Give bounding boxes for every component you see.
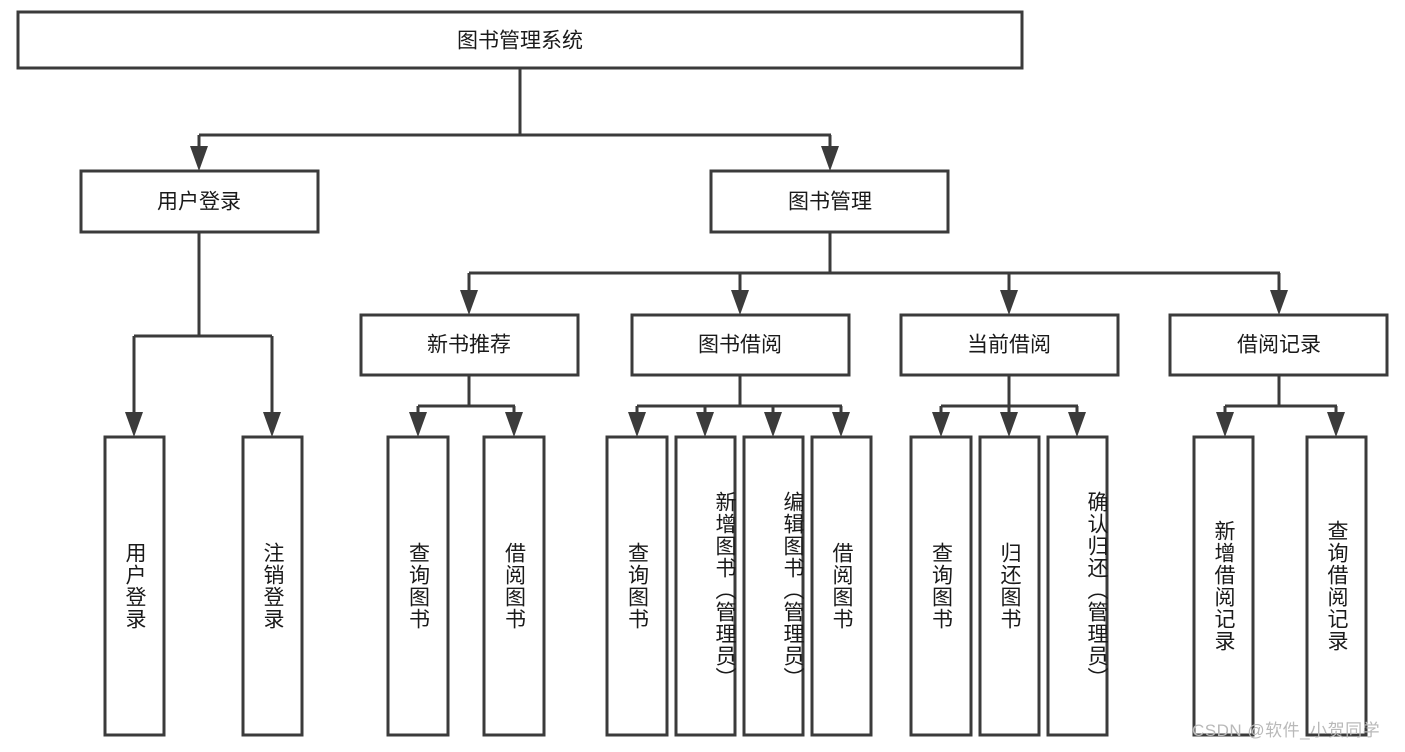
arrow-head-leaf-return-book xyxy=(1000,412,1018,437)
node-borrow-record-box[interactable] xyxy=(1168,313,1389,377)
leaf-box-query-book-recommend[interactable] xyxy=(386,435,450,737)
arrow-head-leaf-edit-book xyxy=(764,412,782,437)
connector-group-user-login xyxy=(125,232,281,437)
connector-group-current-borrow xyxy=(932,375,1086,437)
node-current-borrow-box[interactable] xyxy=(899,313,1120,377)
arrow-head-leaf-logout xyxy=(263,412,281,437)
node-root[interactable]: 图书管理系统 xyxy=(16,10,1024,70)
leaf-box-query-book-borrow[interactable] xyxy=(605,435,669,737)
leaf-box-user-login[interactable] xyxy=(103,435,166,737)
arrow-head-leaf-add-record xyxy=(1216,412,1234,437)
arrow-head-current-borrow xyxy=(1000,290,1018,315)
arrow-head-leaf-add-book xyxy=(696,412,714,437)
node-root-label: 图书管理系统 xyxy=(457,30,583,53)
connector-group-book-borrow xyxy=(628,375,850,437)
leaf-box-borrow-book-recommend[interactable] xyxy=(482,435,546,737)
node-borrow-record[interactable]: 借阅记录 xyxy=(1168,313,1389,377)
node-book-management-label: 图书管理 xyxy=(788,191,872,214)
leaf-box-query-borrow-record[interactable] xyxy=(1305,435,1368,737)
node-user-login[interactable]: 用户登录 xyxy=(79,169,320,234)
leaf-box-confirm-return[interactable] xyxy=(1046,435,1109,737)
node-new-book-recommend-label: 新书推荐 xyxy=(427,334,511,357)
arrow-head-leaf-query-book-3 xyxy=(932,412,950,437)
leaf-box-edit-book[interactable] xyxy=(742,435,805,737)
arrow-head-book-borrow xyxy=(731,290,749,315)
connector-group-borrow-record xyxy=(1216,375,1345,437)
arrow-head-leaf-borrow-book-1 xyxy=(505,412,523,437)
node-new-book-recommend[interactable]: 新书推荐 xyxy=(359,313,580,377)
leaf-box-query-book-current[interactable] xyxy=(909,435,973,737)
node-book-borrow[interactable]: 图书借阅 xyxy=(630,313,851,377)
arrow-head-leaf-query-book-1 xyxy=(409,412,427,437)
arrow-head-new-book xyxy=(460,290,478,315)
node-book-management[interactable]: 图书管理 xyxy=(709,169,950,234)
leaf-box-return-book[interactable] xyxy=(978,435,1041,737)
leaf-box-add-borrow-record[interactable] xyxy=(1192,435,1255,737)
arrow-head-book-mgmt xyxy=(821,146,839,171)
leaf-box-logout[interactable] xyxy=(241,435,304,737)
arrow-head-leaf-confirm-return xyxy=(1068,412,1086,437)
arrow-head-leaf-user-login xyxy=(125,412,143,437)
node-root-box[interactable] xyxy=(16,10,1024,70)
arrow-head-leaf-query-book-2 xyxy=(628,412,646,437)
arrow-head-user-login xyxy=(190,146,208,171)
node-book-management-box[interactable] xyxy=(709,169,950,234)
arrow-head-leaf-borrow-book-2 xyxy=(832,412,850,437)
node-user-login-box[interactable] xyxy=(79,169,320,234)
connector-group-book-mgmt xyxy=(460,232,1288,315)
node-borrow-record-label: 借阅记录 xyxy=(1237,334,1321,357)
leaf-box-add-book[interactable] xyxy=(674,435,737,737)
node-user-login-label: 用户登录 xyxy=(157,191,241,214)
node-current-borrow[interactable]: 当前借阅 xyxy=(899,313,1120,377)
node-new-book-recommend-box[interactable] xyxy=(359,313,580,377)
leaf-boxes xyxy=(103,435,1368,737)
leaf-box-borrow-book[interactable] xyxy=(810,435,873,737)
connector-group-new-book xyxy=(409,375,523,437)
node-book-borrow-box[interactable] xyxy=(630,313,851,377)
connector-group-root xyxy=(190,68,839,171)
node-book-borrow-label: 图书借阅 xyxy=(698,334,782,357)
node-current-borrow-label: 当前借阅 xyxy=(967,334,1051,357)
arrow-head-leaf-query-record xyxy=(1327,412,1345,437)
arrow-head-borrow-record xyxy=(1270,290,1288,315)
csdn-watermark: CSDN @软件_小贺同学 xyxy=(1192,721,1381,740)
